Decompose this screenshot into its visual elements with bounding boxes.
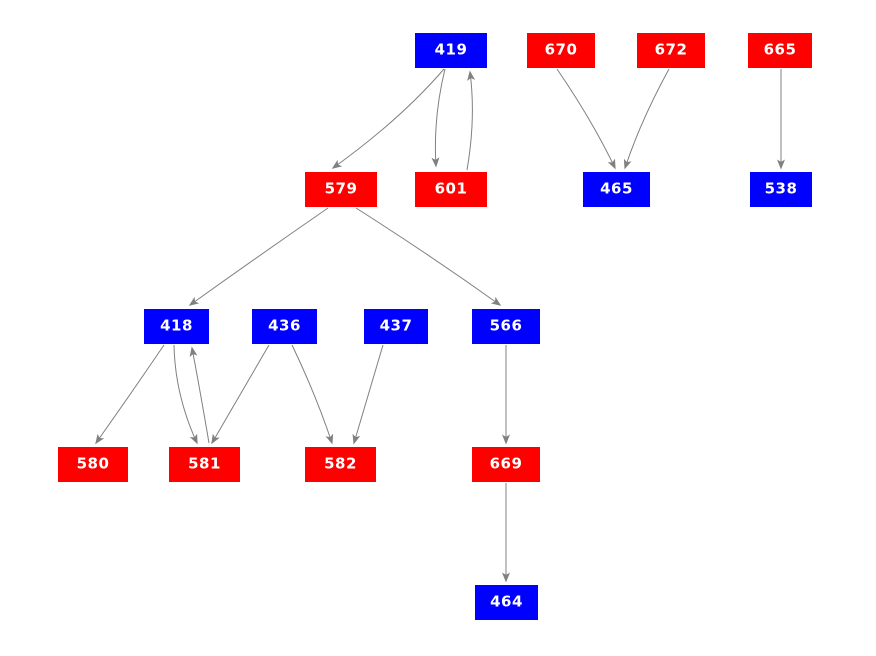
node-label: 419 — [434, 40, 468, 59]
graph-node-579[interactable]: 579 — [305, 172, 377, 207]
node-label: 465 — [600, 179, 633, 198]
node-label: 670 — [544, 40, 578, 59]
node-label: 669 — [489, 454, 523, 473]
node-label: 665 — [763, 40, 797, 59]
graph-node-601[interactable]: 601 — [415, 172, 487, 207]
node-label: 601 — [434, 179, 468, 198]
graph-node-465[interactable]: 465 — [583, 172, 650, 207]
node-label: 566 — [489, 316, 523, 335]
graph-node-670[interactable]: 670 — [527, 33, 595, 68]
graph-node-464[interactable]: 464 — [475, 585, 538, 620]
node-label: 579 — [324, 179, 358, 198]
node-label: 581 — [188, 454, 221, 473]
graph-node-669[interactable]: 669 — [472, 447, 540, 482]
node-label: 464 — [490, 592, 523, 611]
node-label: 538 — [764, 179, 798, 198]
node-label: 418 — [160, 316, 193, 335]
graph-node-665[interactable]: 665 — [748, 33, 812, 68]
graph-node-538[interactable]: 538 — [750, 172, 812, 207]
graph-node-581[interactable]: 581 — [169, 447, 240, 482]
node-label: 582 — [324, 454, 357, 473]
graph-node-580[interactable]: 580 — [58, 447, 128, 482]
graph-node-419[interactable]: 419 — [415, 33, 487, 68]
graph-node-672[interactable]: 672 — [637, 33, 705, 68]
graph-node-566[interactable]: 566 — [472, 309, 540, 344]
graph-node-436[interactable]: 436 — [252, 309, 317, 344]
node-label: 672 — [654, 40, 688, 59]
graph-node-418[interactable]: 418 — [144, 309, 209, 344]
graph-node-437[interactable]: 437 — [364, 309, 428, 344]
node-label: 436 — [268, 316, 301, 335]
node-label: 437 — [379, 316, 413, 335]
node-label: 580 — [76, 454, 110, 473]
graph-node-582[interactable]: 582 — [305, 447, 376, 482]
